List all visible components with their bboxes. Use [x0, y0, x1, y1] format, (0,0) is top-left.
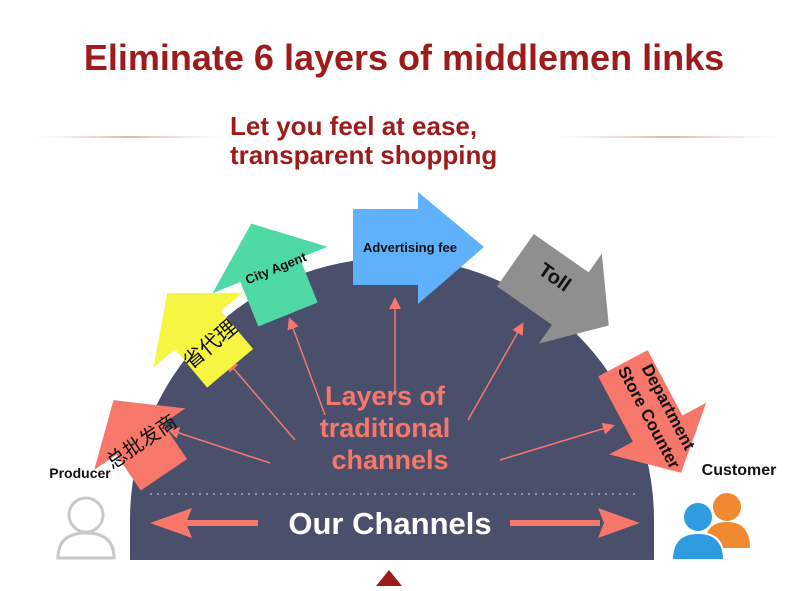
- customer-label: Customer: [702, 462, 777, 479]
- center-label-line-2: traditional: [320, 413, 451, 443]
- producer-label: Producer: [49, 465, 111, 481]
- layer-arrow-city-agent: City Agent: [212, 223, 328, 327]
- subtitle-line-1: Let you feel at ease,: [230, 111, 477, 141]
- center-label-line-3: channels: [331, 445, 448, 475]
- layer-arrow-toll: Toll: [497, 233, 609, 344]
- our-channels-arrow: [150, 502, 640, 546]
- radial-arrows: [167, 297, 615, 464]
- center-label-line-1: Layers of: [325, 381, 446, 411]
- divider-left: [35, 136, 225, 138]
- our-channels-label: Our Channels: [288, 506, 491, 541]
- layer-label-advertising-fee: Advertising fee: [363, 240, 457, 255]
- bottom-pointer-icon: [376, 570, 402, 586]
- layer-arrow-wholesaler: 总批发商: [94, 400, 188, 491]
- subtitle-line-2: transparent shopping: [230, 140, 497, 170]
- page-title: Eliminate 6 layers of middlemen links: [84, 37, 724, 78]
- customer-icon: [670, 493, 750, 561]
- layer-arrow-provincial-agent: 省代理: [153, 292, 254, 388]
- layer-arrow-advertising-fee: Advertising fee: [353, 192, 484, 304]
- divider-right: [555, 136, 780, 138]
- producer-icon: [56, 496, 116, 560]
